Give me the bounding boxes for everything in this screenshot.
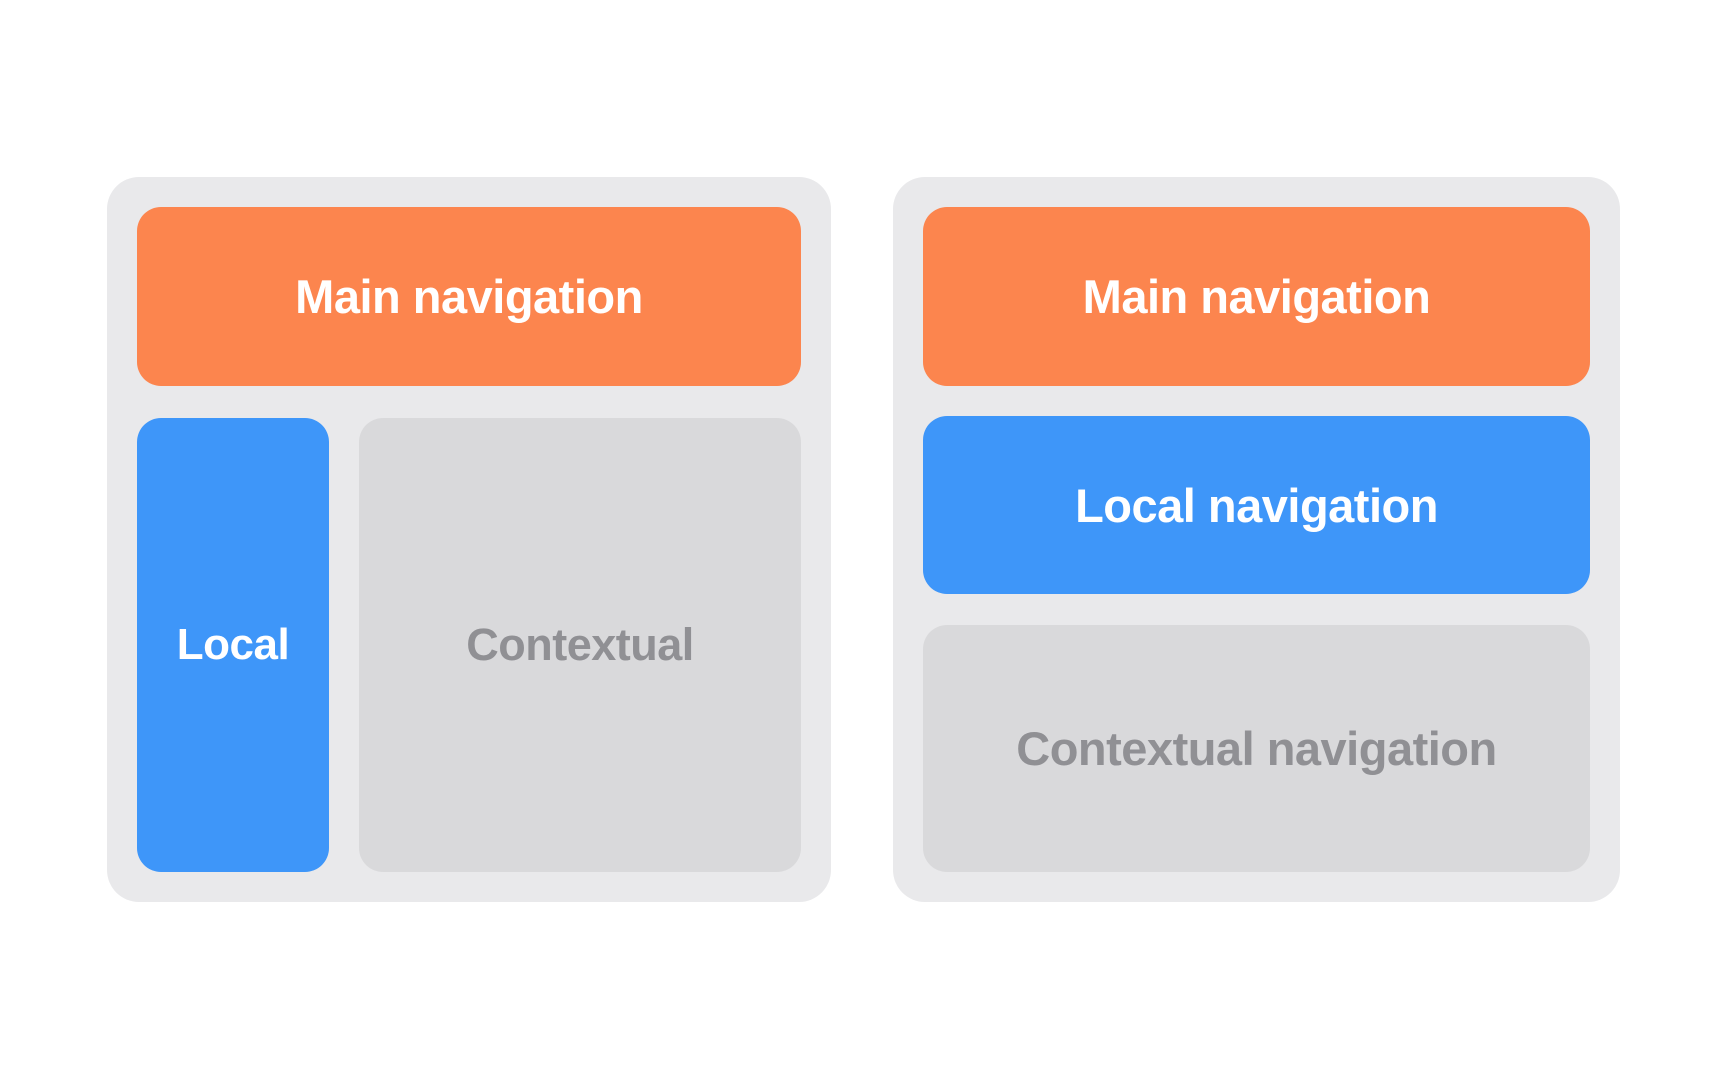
panel-sidebar-layout: Main navigation Local Contextual	[107, 177, 831, 902]
contextual-navigation-box: Contextual navigation	[923, 625, 1590, 872]
local-navigation-label: Local navigation	[1075, 478, 1438, 532]
contextual-navigation-label: Contextual navigation	[1016, 722, 1497, 775]
main-navigation-label: Main navigation	[295, 270, 643, 323]
content-row: Local Contextual	[137, 418, 801, 872]
main-navigation-box: Main navigation	[137, 207, 801, 386]
local-navigation-label: Local	[176, 620, 290, 669]
panel-stacked-layout: Main navigation Local navigation Context…	[893, 177, 1620, 902]
contextual-navigation-label: Contextual	[466, 619, 694, 670]
contextual-navigation-box: Contextual	[359, 418, 801, 872]
main-navigation-box: Main navigation	[923, 207, 1590, 386]
main-navigation-label: Main navigation	[1082, 270, 1431, 323]
local-navigation-box: Local navigation	[923, 416, 1590, 594]
local-navigation-box: Local	[137, 418, 329, 872]
